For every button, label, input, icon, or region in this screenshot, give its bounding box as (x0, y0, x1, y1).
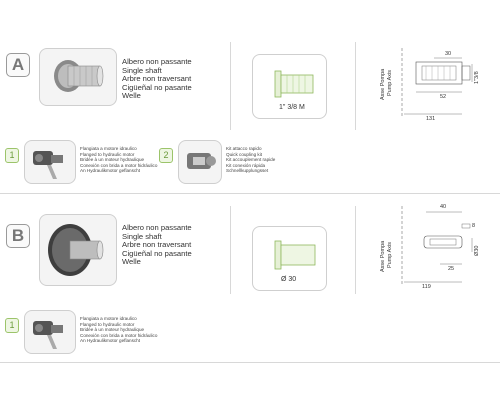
option-line: Conexión con brida a motor hidráulico (80, 162, 158, 168)
option-line: Conexión con brida a motor hidráulico (80, 332, 158, 338)
option-line: An Hydraulikmotor geflanscht (80, 168, 141, 174)
splined-shaft-icon (274, 70, 314, 98)
option-line: An Hydraulikmotor geflanscht (80, 338, 141, 344)
divider-vertical (355, 42, 356, 130)
option-photo-hydraulic-motor (24, 310, 76, 354)
option-line: Flangiata a motore idraulico (80, 316, 137, 321)
desc-line: Albero non passante (122, 57, 192, 66)
pump-axis-label-en: Pump Axis (387, 242, 393, 268)
desc-line: Single shaft (122, 231, 162, 241)
pump-axis-label-en: Pump Axis (387, 70, 393, 96)
option-number-badge: 2 (159, 148, 173, 163)
shaft-photo-image (54, 60, 104, 92)
section-b-technical-drawing: Asse Pompa Pump Axis 40 8 Ø30 25 119 (360, 202, 490, 294)
option-line: Kit accouplement rapide (226, 157, 276, 163)
desc-line: Arbre non traversant (122, 240, 192, 250)
section-a-description: Albero non passante Single shaft Arbre n… (122, 57, 192, 101)
option-number-badge: 1 (5, 318, 19, 333)
shaft-size-label: 1" 3/8 M (279, 104, 305, 111)
pump-axis-label: Asse Pompa (380, 240, 386, 272)
dimension-label: 52 (440, 94, 447, 100)
option-line: Flangiata a motore idraulico (80, 146, 137, 151)
hydraulic-motor-image (33, 321, 63, 349)
desc-line: Arbre non traversant (122, 74, 192, 84)
option-line: Bridée à un moteur hydraulique (80, 157, 145, 163)
section-b-description: Albero non passante Single shaft Arbre n… (122, 223, 192, 267)
divider-vertical (230, 206, 231, 294)
dimension-label: 30 (445, 51, 452, 57)
option-photo-hydraulic-motor (24, 140, 76, 184)
option-line: Flanged to hydraulic motor (80, 151, 135, 157)
plain-shaft-icon (274, 240, 316, 270)
hydraulic-motor-image (33, 151, 63, 179)
option-line: Schnellkupplungsset (226, 168, 269, 174)
desc-line: Welle (122, 257, 141, 267)
divider-vertical (355, 206, 356, 294)
section-b-letter: B (6, 224, 30, 248)
section-a-shaft-profile: 1" 3/8 M (252, 54, 327, 119)
dimension-label: 25 (448, 266, 455, 272)
option-line: Quick coupling kit (226, 151, 263, 157)
option-1-description: Flangiata a motore idraulico Flanged to … (80, 146, 157, 174)
desc-line: Cigüeñal no pasante (122, 248, 192, 258)
shaft-size-label: Ø 30 (281, 276, 297, 283)
dimension-label: 119 (422, 284, 431, 290)
option-line: Bridée à un moteur hydraulique (80, 327, 145, 333)
section-b-shaft-profile: Ø 30 (252, 226, 327, 291)
option-number-badge: 1 (5, 148, 19, 163)
quick-coupling-image (187, 153, 216, 169)
dimension-label: 131 (426, 116, 436, 122)
section-b-shaft-photo (39, 214, 117, 286)
option-line: Flanged to hydraulic motor (80, 321, 135, 327)
option-line: Kit attacco rapido (226, 146, 262, 151)
dimension-label: 1"3/8 (474, 71, 480, 84)
desc-line: Welle (122, 91, 141, 101)
option-photo-quick-coupling (178, 140, 222, 184)
section-a-shaft-photo (39, 48, 117, 106)
divider-vertical (230, 42, 231, 130)
option-line: Kit conexión rápida (226, 162, 266, 168)
option-2-description: Kit attacco rapido Quick coupling kit Ki… (226, 146, 275, 174)
section-a-letter: A (6, 53, 30, 77)
section-divider (0, 193, 500, 194)
pump-axis-label: Asse Pompa (380, 68, 386, 100)
section-a-technical-drawing: Asse Pompa Pump Axis 30 52 131 1"3/8 (360, 44, 490, 130)
desc-line: Albero non passante (122, 223, 192, 232)
dimension-label: 8 (472, 223, 476, 229)
dimension-label: 40 (440, 204, 447, 210)
section-divider (0, 362, 500, 363)
desc-line: Cigüeñal no pasante (122, 82, 192, 92)
option-1-description: Flangiata a motore idraulico Flanged to … (80, 316, 157, 344)
dimension-label: Ø30 (474, 245, 480, 256)
desc-line: Single shaft (122, 65, 162, 75)
shaft-photo-image (48, 224, 104, 276)
